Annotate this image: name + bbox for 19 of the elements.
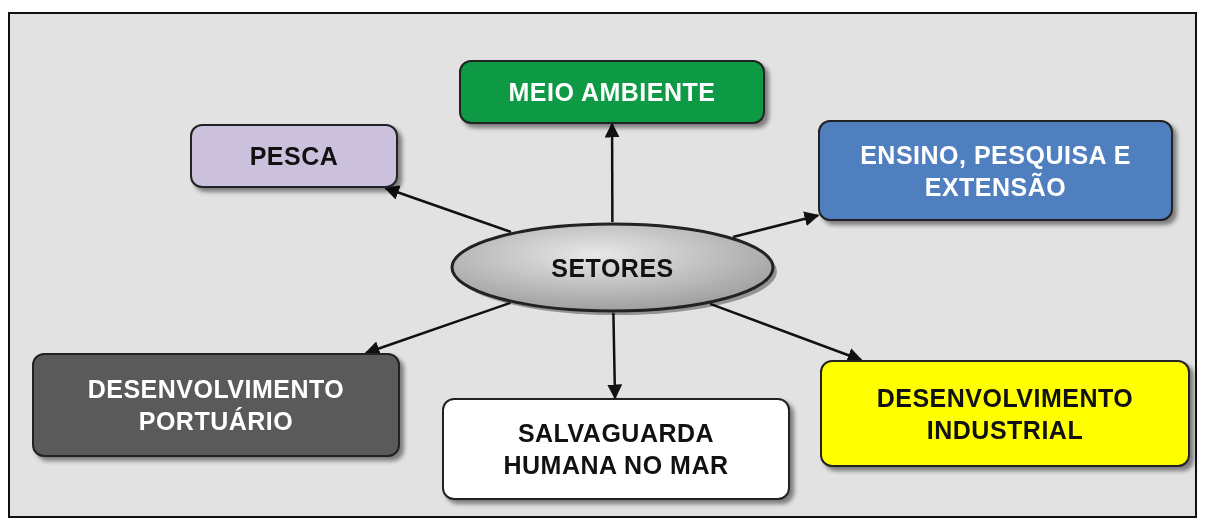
arrow xyxy=(709,302,863,363)
arrow xyxy=(604,122,620,222)
arrow xyxy=(364,301,511,356)
node-label: MEIO AMBIENTE xyxy=(507,77,717,108)
arrow xyxy=(384,185,512,234)
process-box xyxy=(459,60,765,124)
node-label: SETORES xyxy=(550,252,675,284)
process-box xyxy=(442,398,790,500)
node-label: DESENVOLVIMENTO INDUSTRIAL xyxy=(875,382,1135,446)
process-box xyxy=(32,353,400,457)
process-box xyxy=(190,124,398,188)
process-box xyxy=(818,120,1173,221)
arrow xyxy=(607,312,623,400)
arrow xyxy=(732,211,820,239)
node-label: DESENVOLVIMENTO PORTUÁRIO xyxy=(86,374,346,437)
node-label: ENSINO, PESQUISA E EXTENSÃO xyxy=(859,139,1132,203)
process-box xyxy=(820,360,1190,467)
node-label: SALVAGUARDA HUMANA NO MAR xyxy=(502,418,730,481)
node-label: PESCA xyxy=(248,141,340,172)
